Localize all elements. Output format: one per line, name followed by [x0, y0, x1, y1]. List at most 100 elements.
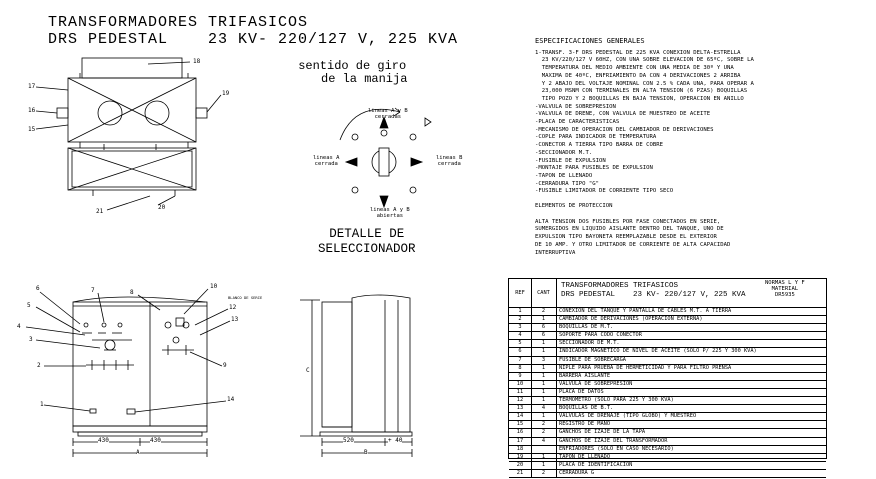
general-specifications: ESPECIFICACIONES GENERALES 1-TRANSF. 3-F… [535, 37, 865, 257]
description-cell: NIPLE PARA PRUEBA DE HERMETICIDAD Y PARA… [559, 364, 732, 371]
description-cell: CAMBIADOR DE DERIVACIONES (OPERACION EXT… [559, 316, 703, 323]
ref-cell: 1 [509, 308, 532, 316]
cant-cell: 1 [531, 348, 557, 356]
ref-cell: 14 [509, 413, 532, 421]
tank-lid [72, 296, 206, 303]
table-title: TRANSFORMADORES TRIFASICOS DRS PEDESTAL … [561, 282, 746, 299]
callout-18: 18 [193, 58, 201, 65]
description-cell: BOQUILLAS DE M.T. [559, 324, 614, 331]
position-label-left: lineas A cerrada [313, 155, 340, 167]
ref-cell: 9 [509, 372, 532, 380]
cant-cell: 1 [531, 316, 557, 324]
list-item: -CONECTOR A TIERRA TIPO BARRA DE COBRE [535, 142, 663, 149]
description-cell: ENFRIADORES (SOLO EN CASO NECESARIO) [559, 445, 674, 452]
ref-cell: 6 [509, 348, 532, 356]
front-view [25, 288, 231, 457]
hand-hole-right [144, 100, 170, 126]
selector-rotation-title: sentido de giro de la manija [297, 60, 407, 86]
selector-hole [351, 133, 359, 141]
cabinet-front [72, 301, 208, 427]
callout-19: 19 [222, 90, 230, 97]
ref-cell: 13 [509, 405, 532, 413]
side-tank [351, 294, 411, 433]
dim-b: B [364, 449, 368, 456]
description-cell: VALVULAS DE DRENAJE (TIPO GLOBO) Y MUEST… [559, 413, 697, 420]
description-cell: PLACA DE IDENTIFICACION [559, 461, 633, 468]
callout-4: 4 [17, 323, 21, 330]
cant-cell: 1 [531, 397, 557, 405]
ref-cell: 7 [509, 356, 532, 364]
side-view [300, 294, 413, 457]
specs-paragraph: 1-TRANSF. 3-F DRS PEDESTAL DE 225 KVA CO… [535, 49, 754, 102]
drawing-title-line1: TRANSFORMADORES TRIFASICOS [48, 14, 309, 31]
callout-5: 5 [27, 302, 31, 309]
description-cell: FUSIBLE DE SOBRECARGA [559, 356, 626, 363]
ref-cell: 17 [509, 437, 532, 445]
position-arrow-bottom [379, 195, 389, 209]
description-cell: REGISTRO DE MANO [559, 421, 611, 428]
callout-13: 13 [231, 316, 239, 323]
selector-detail-title: DETALLE DE SELECCIONADOR [318, 227, 416, 257]
cant-cell: 1 [531, 413, 557, 421]
list-item: -COPLE PARA INDICADOR DE TEMPERATURA [535, 134, 657, 141]
list-item: -SECCIONADOR M.T. [535, 149, 593, 156]
cant-cell: 1 [531, 453, 557, 461]
cant-cell: 2 [531, 469, 557, 477]
ref-cell: 21 [509, 469, 532, 477]
description-cell: CERRADURA G [559, 469, 595, 476]
ref-cell: 3 [509, 324, 532, 332]
callout-15: 15 [28, 126, 36, 133]
ref-cell: 4 [509, 332, 532, 340]
parts-table-header: REF CANT TRANSFORMADORES TRIFASICOS DRS … [509, 279, 826, 308]
dim-430-left: 430 [98, 437, 109, 444]
description-cell: SOPORTE PARA CODO CONECTOR [559, 332, 642, 339]
cant-cell: 1 [531, 372, 557, 380]
cant-cell: 6 [531, 332, 557, 340]
callout-9: 9 [223, 362, 227, 369]
list-item: -VALVULA DE DRENE, CON VALVULA DE MUESTR… [535, 111, 711, 118]
callout-1: 1 [40, 401, 44, 408]
cant-cell: 2 [531, 308, 557, 316]
ref-header: REF [509, 279, 532, 307]
selector-hole [409, 186, 417, 194]
selector-detail [339, 107, 432, 209]
description-cell: CONEXION DEL TANQUE Y PANTALLA DE CABLES… [559, 308, 732, 314]
callout-16: 16 [28, 107, 36, 114]
callout-14: 14 [227, 396, 235, 403]
callout-8: 8 [130, 289, 134, 296]
selector-title-line2: de la manija [321, 72, 408, 86]
callout-17: 17 [28, 83, 36, 90]
top-view [35, 57, 222, 211]
cant-cell: 1 [531, 461, 557, 469]
protection-heading: ELEMENTOS DE PROTECCION [535, 203, 613, 210]
position-label-top: lineas A y B cerradas [368, 108, 408, 120]
callout-7: 7 [91, 287, 95, 294]
ref-cell: 15 [509, 421, 532, 429]
callout-21: 21 [96, 208, 104, 215]
parts-table: REF CANT TRANSFORMADORES TRIFASICOS DRS … [508, 278, 827, 478]
dim-520: 520 [343, 437, 354, 444]
list-item: -TAPON DE LLENADO [535, 172, 593, 179]
drawing-title: TRANSFORMADORES TRIFASICOS DRS PEDESTAL … [48, 14, 458, 48]
ref-cell: 19 [509, 453, 532, 461]
cant-cell: 4 [531, 437, 557, 445]
drain-valve [126, 408, 136, 415]
selector-hole [380, 129, 388, 137]
callout-3: 3 [29, 336, 33, 343]
description-cell: BOQUILLAS DE B.T. [559, 405, 614, 412]
ref-cell: 20 [509, 461, 532, 469]
detail-title-line1: DETALLE DE [329, 227, 405, 241]
ref-cell: 10 [509, 380, 532, 388]
description-cell: TERMOMETRO (SOLO PARA 225 Y 300 KVA) [559, 397, 674, 404]
